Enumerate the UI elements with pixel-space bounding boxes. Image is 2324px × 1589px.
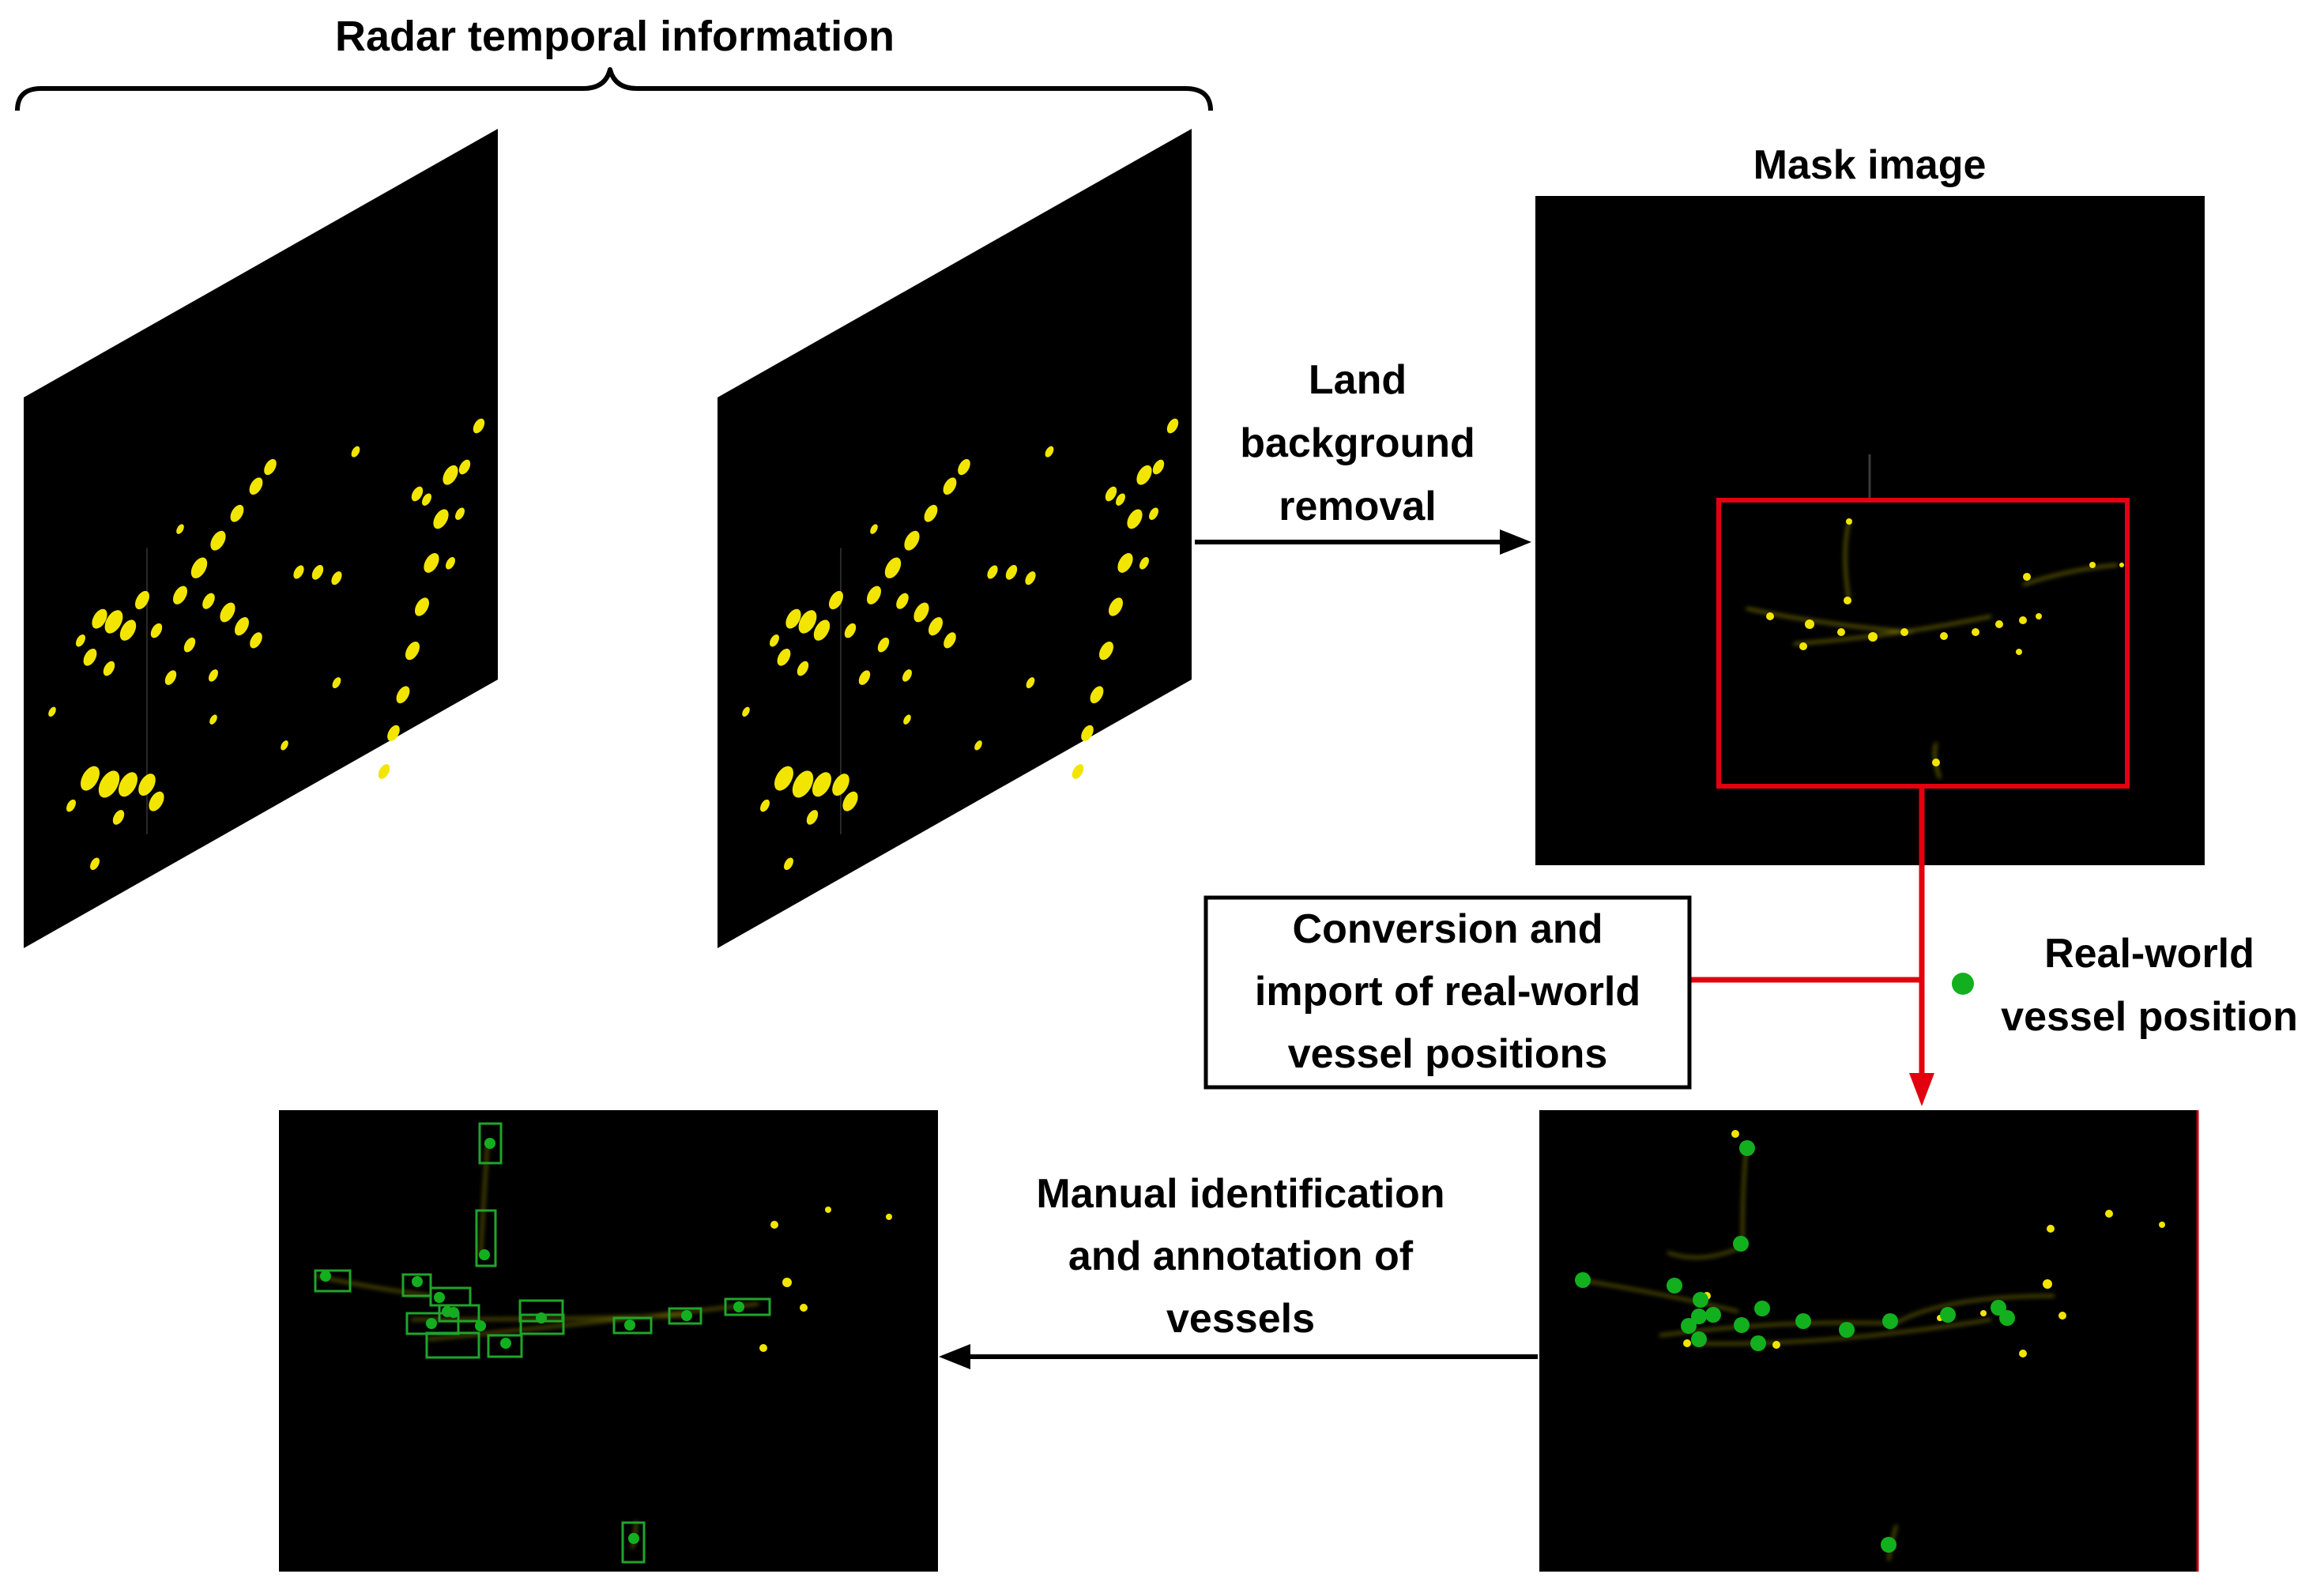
land-removal-label-line-1: Land <box>1309 357 1407 403</box>
radar-frame-1 <box>24 129 498 948</box>
annotation-box <box>425 1331 480 1359</box>
land-removal-label-line-2: background <box>1240 420 1475 466</box>
annotation-box <box>314 1269 352 1293</box>
legend-label-line-2: vessel position <box>2001 994 2298 1040</box>
arrow-head-icon <box>939 1344 970 1369</box>
mask-image-background <box>1535 196 2205 865</box>
annotation-box <box>478 1122 503 1165</box>
arrow-head-icon <box>1909 1073 1934 1106</box>
annotated-image-background <box>279 1110 938 1572</box>
curly-brace-icon <box>15 67 1213 111</box>
legend-label-line-1: Real-world <box>2044 931 2254 977</box>
radar-frame-2-background <box>718 129 1192 948</box>
arrow-head-icon <box>1500 529 1531 555</box>
annotated-image <box>279 1110 938 1572</box>
radar-frame-2 <box>718 129 1192 948</box>
vessel-positions-image <box>1539 1110 2199 1572</box>
annotation-box <box>401 1273 432 1297</box>
annotation-box <box>475 1209 497 1267</box>
manual-label-line-2: and annotation of <box>1068 1233 1414 1279</box>
annotation-box <box>668 1307 702 1325</box>
radar-frame-1-background <box>24 129 498 948</box>
conversion-label-line-2: import of real-world <box>1255 969 1640 1015</box>
annotation-box <box>519 1313 565 1335</box>
green-dot-icon <box>1952 973 1974 995</box>
land-removal-label-line-3: removal <box>1279 484 1436 529</box>
conversion-box <box>1203 895 1692 1090</box>
mask-image <box>1535 196 2205 865</box>
annotation-box <box>612 1316 653 1335</box>
annotation-box <box>621 1521 646 1564</box>
annotation-box <box>518 1299 564 1323</box>
manual-label-line-1: Manual identification <box>1036 1171 1444 1217</box>
radar-temporal-title: Radar temporal information <box>335 13 895 60</box>
conversion-label-line-1: Conversion and <box>1293 906 1603 952</box>
mask-image-title: Mask image <box>1753 142 1987 188</box>
annotation-box <box>487 1334 523 1358</box>
annotation-box <box>724 1297 771 1316</box>
vessel-positions-image-background <box>1539 1110 2198 1572</box>
manual-label-line-3: vessels <box>1166 1296 1315 1342</box>
conversion-label-line-3: vessel positions <box>1288 1031 1608 1077</box>
